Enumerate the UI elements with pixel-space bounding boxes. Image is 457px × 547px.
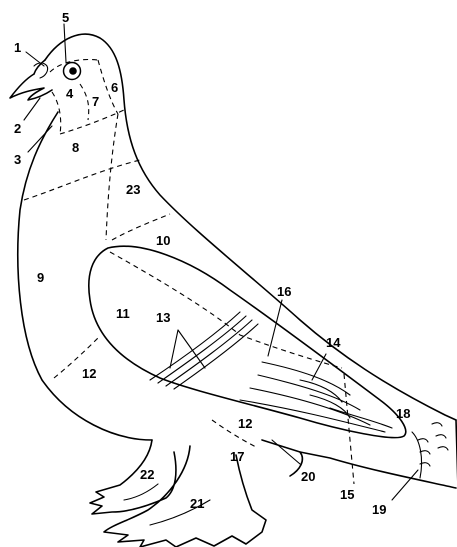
label-8: 8 <box>72 140 79 155</box>
undertail-coverts <box>262 440 302 476</box>
label-14: 14 <box>326 335 341 350</box>
label-4: 4 <box>66 86 74 101</box>
head-neck-back-outline <box>45 34 456 420</box>
label-12-breast: 12 <box>82 366 96 381</box>
label-18: 18 <box>396 406 410 421</box>
head-region-dash-mid <box>80 84 89 120</box>
neck-region-dash <box>24 160 140 200</box>
leader-1 <box>26 52 44 66</box>
label-19: 19 <box>372 502 386 517</box>
label-7: 7 <box>92 94 99 109</box>
label-13: 13 <box>156 310 170 325</box>
label-16: 16 <box>277 284 291 299</box>
head-region-dash-cheek <box>52 92 61 134</box>
beak <box>10 74 52 100</box>
label-20: 20 <box>301 469 315 484</box>
label-21: 21 <box>190 496 204 511</box>
primary-feather-tips <box>330 408 392 428</box>
head-region-dash-throat <box>60 110 124 134</box>
label-23: 23 <box>126 182 140 197</box>
label-5: 5 <box>62 10 69 25</box>
label-1: 1 <box>14 40 21 55</box>
leader-5 <box>64 24 66 62</box>
leader-3 <box>28 126 52 152</box>
tail-scallop-2 <box>432 423 448 450</box>
label-11: 11 <box>116 306 130 321</box>
flight-feather-pointer <box>344 374 354 484</box>
undertail-pointer <box>272 440 300 464</box>
label-3: 3 <box>14 152 21 167</box>
tail-underside-outline <box>300 452 456 488</box>
label-9: 9 <box>37 270 44 285</box>
shoulder-region-dash <box>106 114 118 240</box>
leader-2 <box>24 98 40 120</box>
label-10: 10 <box>156 233 170 248</box>
label-6: 6 <box>111 80 118 95</box>
wing-covert-pointer <box>312 354 326 380</box>
label-15: 15 <box>340 487 354 502</box>
eye-pupil <box>69 67 77 75</box>
front-leg-feathers <box>90 440 176 514</box>
label-17: 17 <box>230 449 244 464</box>
tail-scallop-1 <box>418 439 430 466</box>
label-2: 2 <box>14 121 21 136</box>
label-22: 22 <box>140 467 154 482</box>
label-12-belly: 12 <box>238 416 252 431</box>
